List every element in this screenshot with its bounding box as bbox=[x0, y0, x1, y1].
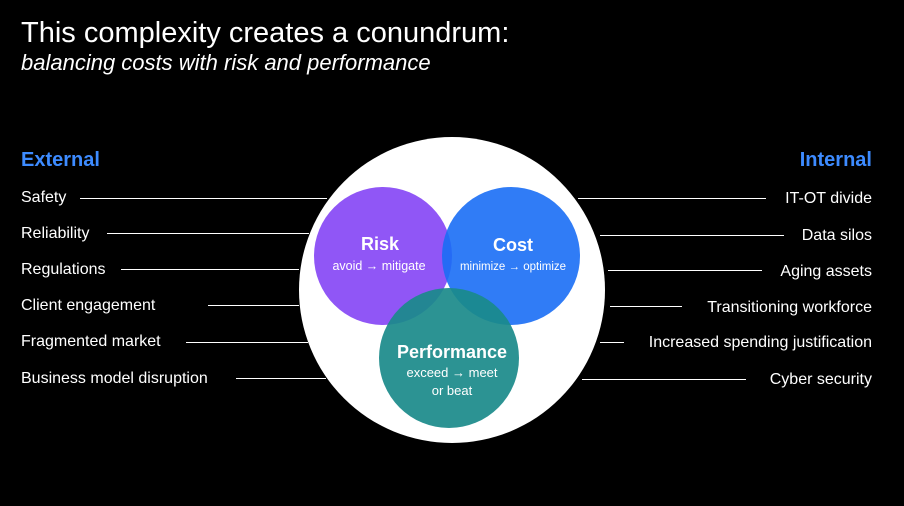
risk-title: Risk bbox=[361, 234, 400, 254]
external-connector-line bbox=[236, 378, 326, 379]
external-connector-line bbox=[208, 305, 299, 306]
internal-item: Aging assets bbox=[780, 263, 872, 280]
internal-item: Cyber security bbox=[769, 371, 872, 388]
performance-subtitle-line1: exceed → meet bbox=[406, 365, 497, 380]
external-item: Business model disruption bbox=[21, 370, 208, 387]
risk-circle bbox=[314, 187, 452, 325]
internal-connector-line bbox=[578, 198, 766, 199]
external-item: Client engagement bbox=[21, 297, 156, 314]
cost-title: Cost bbox=[493, 235, 533, 255]
external-connector-line bbox=[186, 342, 308, 343]
internal-connector-line bbox=[610, 306, 682, 307]
performance-subtitle-line2: or beat bbox=[432, 383, 473, 398]
external-item: Fragmented market bbox=[21, 333, 161, 350]
external-item: Regulations bbox=[21, 261, 106, 278]
performance-title: Performance bbox=[397, 342, 507, 362]
internal-item: IT-OT divide bbox=[785, 190, 872, 207]
external-heading: External bbox=[21, 149, 100, 171]
internal-heading: Internal bbox=[799, 149, 872, 171]
internal-item: Transitioning workforce bbox=[707, 299, 872, 316]
internal-connector-line bbox=[600, 235, 784, 236]
slide-title: This complexity creates a conundrum: bbox=[21, 17, 510, 49]
external-item: Safety bbox=[21, 189, 67, 206]
slide-subtitle: balancing costs with risk and performanc… bbox=[21, 50, 431, 75]
internal-connector-line bbox=[582, 379, 746, 380]
external-item: Reliability bbox=[21, 225, 90, 242]
internal-item: Increased spending justification bbox=[648, 334, 872, 351]
external-connector-line bbox=[80, 198, 327, 199]
external-connector-line bbox=[121, 269, 299, 270]
cost-circle bbox=[442, 187, 580, 325]
internal-item: Data silos bbox=[801, 227, 872, 244]
performance-circle bbox=[379, 288, 519, 428]
external-connector-line bbox=[107, 233, 309, 234]
internal-connector-line bbox=[608, 270, 762, 271]
cost-subtitle: minimize → optimize bbox=[460, 261, 566, 273]
risk-subtitle: avoid → mitigate bbox=[332, 259, 425, 273]
internal-connector-line bbox=[600, 342, 624, 343]
